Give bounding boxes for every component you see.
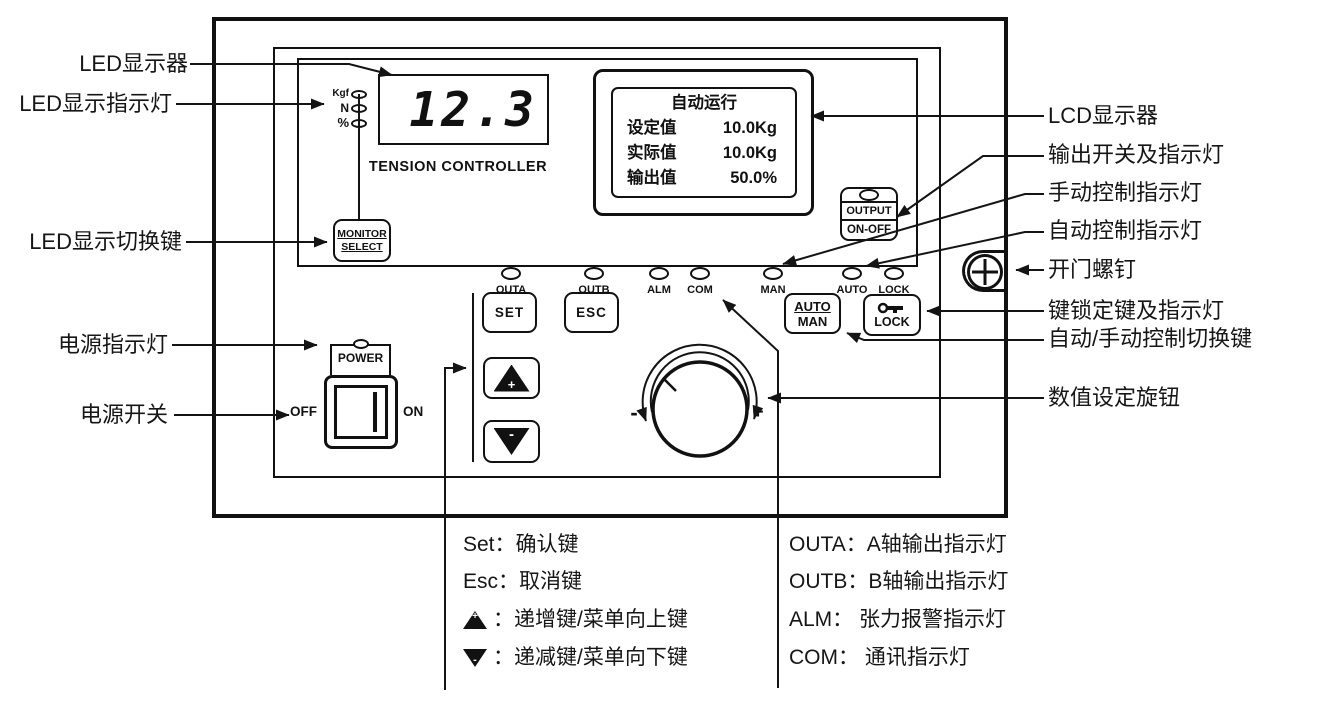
output-on-off-button[interactable]: OUTPUT ON-OFF [840,187,898,241]
lcd-row-actual-label: 实际值 [627,144,677,162]
callout-power-indicator: 电源指示灯 [57,332,168,357]
legend-set-text: Set：确认键 [463,533,579,556]
legend-esc-text: Esc：取消键 [463,570,583,593]
led-display: 12.3 [378,74,549,145]
status-led-alm: ALM [634,267,684,296]
led-display-value: 12.3 [409,81,537,138]
status-led-com: COM [675,267,725,296]
legend-esc: Esc：取消键 [463,569,582,595]
callout-auto-indicator: 自动控制指示灯 [1048,218,1203,243]
legend-set: Set：确认键 [463,532,579,558]
lcd-row-set-value: 10.0Kg [722,119,777,137]
auto-man-button[interactable]: AUTO MAN [784,293,841,334]
legend-outa: OUTA：A轴输出指示灯 [789,532,1007,558]
lcd-row-output-label: 输出值 [627,169,677,187]
callout-lcd-display: LCD显示器 [1048,103,1159,128]
unit-label-n: N [340,101,349,115]
legend-up: + ：递增键/菜单向上键 [463,607,688,633]
status-led-man: MAN [748,267,798,296]
status-led-com-label: COM [687,284,713,296]
outer-enclosure-box [212,17,1008,518]
auto-man-line2: MAN [797,313,828,329]
lcd-row-output-value: 50.0% [730,169,777,187]
power-led [353,339,369,349]
esc-button[interactable]: ESC [564,292,619,333]
status-led-lock: LOCK [869,267,919,296]
set-button[interactable]: SET [482,292,537,333]
callout-auto-man-switch: 自动/手动控制切换键 [1048,326,1253,351]
legend-com-text: COM： 通讯指示灯 [789,646,970,669]
callout-power-switch: 电源开关 [79,402,168,427]
lcd-title: 自动运行 [671,94,737,112]
callout-led-switch-key: LED显示切换键 [29,229,182,254]
legend-down: - ：递减键/菜单向下键 [463,645,688,671]
brand-caption: TENSION CONTROLLER [368,159,548,175]
legend-up-text: ：递增键/菜单向上键 [493,608,688,631]
legend-outb-text: OUTB：B轴输出指示灯 [789,570,1009,593]
power-rocker-switch[interactable] [324,375,398,449]
key-lock-button[interactable]: LOCK [863,294,921,336]
decrement-down-button[interactable]: - [483,420,540,463]
power-label: POWER [337,351,384,365]
lcd-row-actual-value: 10.0Kg [722,144,777,162]
percent-led [351,119,367,128]
monitor-select-line1: MONITOR [337,227,387,240]
legend-outb: OUTB：B轴输出指示灯 [789,569,1008,595]
lcd-row-output: 输出值 50.0% [613,166,795,191]
knob-plus-label: + [752,402,764,423]
key-icon [877,302,903,313]
callout-door-screw: 开门螺钉 [1048,257,1137,282]
status-led-auto: AUTO [827,267,877,296]
callout-key-lock: 键锁定键及指示灯 [1048,298,1225,323]
power-rocker-face [334,385,388,439]
legend-up-triangle-icon: + [463,611,487,629]
power-on-label: ON [403,404,424,419]
lock-button-label: LOCK [874,314,910,329]
up-arrow-icon: + [493,364,530,392]
power-rocker-bar [373,392,377,432]
lcd-row-set: 设定值 10.0Kg [613,116,795,141]
legend-down-text: ：递减键/菜单向下键 [493,646,688,669]
status-led-auto-label: AUTO [836,284,868,296]
monitor-select-button[interactable]: MONITOR SELECT [333,219,391,262]
output-button-line2: ON-OFF [846,224,892,236]
unit-label-kgf: Kgf [332,88,349,99]
status-led-lock-label: LOCK [878,284,910,296]
door-screw[interactable] [967,254,1003,290]
output-button-line1: OUTPUT [842,203,896,221]
legend-down-triangle-icon: - [463,649,487,667]
legend-alm: ALM： 张力报警指示灯 [789,607,1006,633]
legend-alm-text: ALM： 张力报警指示灯 [789,608,1007,631]
callout-led-indicator: LED显示指示灯 [19,91,172,116]
monitor-select-line2: SELECT [341,240,383,253]
callout-output-switch: 输出开关及指示灯 [1048,142,1225,167]
lcd-row-actual: 实际值 10.0Kg [613,141,795,166]
down-arrow-icon: - [493,428,530,455]
kgf-led [351,90,367,99]
callout-led-display: LED显示器 [79,51,188,76]
callout-manual-indicator: 手动控制指示灯 [1048,180,1203,205]
increment-up-button[interactable]: + [483,357,540,399]
output-led [859,189,879,201]
lcd-row-set-label: 设定值 [627,119,677,137]
legend-com: COM： 通讯指示灯 [789,645,970,671]
callout-value-knob: 数值设定旋钮 [1048,385,1181,410]
power-off-label: OFF [290,404,317,419]
auto-man-line1: AUTO [794,298,831,314]
lcd-screen: 自动运行 设定值 10.0Kg 实际值 10.0Kg 输出值 50.0% [611,87,797,198]
unit-label-percent: % [337,115,349,130]
legend-outa-text: OUTA：A轴输出指示灯 [789,533,1007,556]
n-led [351,104,367,113]
knob-minus-label: - [630,400,638,425]
status-led-man-label: MAN [760,284,786,296]
status-led-alm-label: ALM [647,284,671,296]
lcd-display [593,69,814,216]
